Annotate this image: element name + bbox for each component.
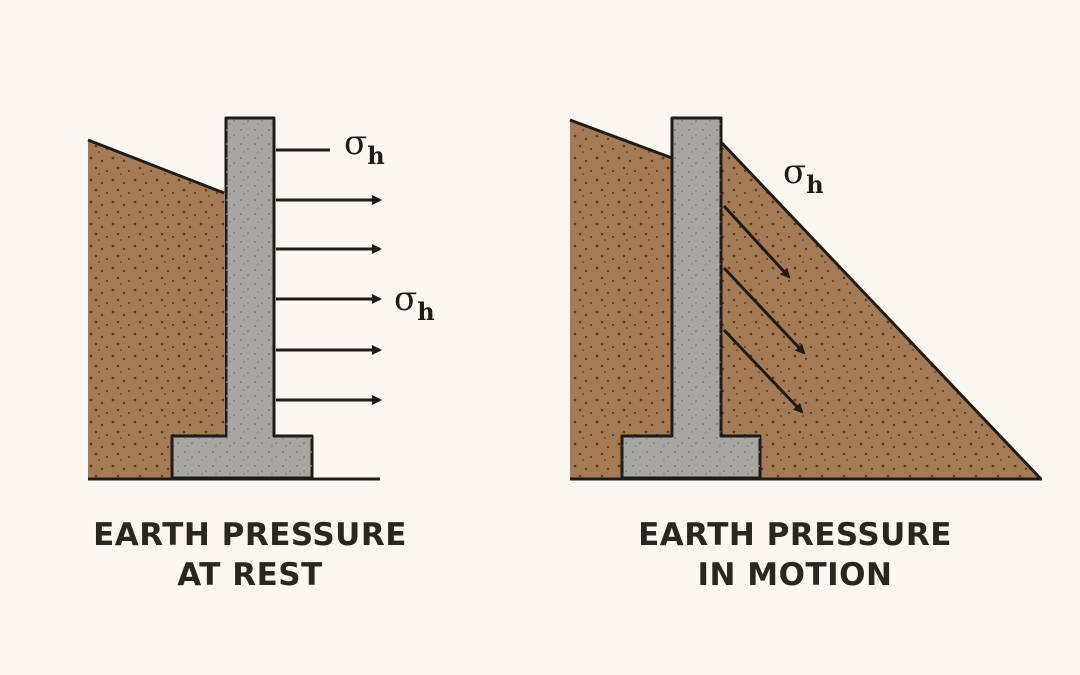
sigma-label-top: σh [344,123,385,170]
pressure-arrows-inclined [722,204,806,414]
pressure-arrows-horizontal [276,195,382,405]
caption-line-2: AT REST [177,557,323,593]
pressure-arrow [722,328,804,414]
soil-backfill-left [87,138,225,478]
caption-in-motion: EARTH PRESSURE IN MOTION [585,515,1005,595]
caption-at-rest: EARTH PRESSURE AT REST [50,515,450,595]
sliding-soil-wedge [719,140,1042,480]
panel-at-rest: σh σh [87,116,435,481]
caption-line-1: EARTH PRESSURE [93,517,407,553]
caption-line-1: EARTH PRESSURE [638,517,952,553]
soil-backfill-right [569,118,673,478]
pressure-arrow [722,266,806,355]
sigma-label-middle: σh [394,279,435,326]
caption-line-2: IN MOTION [697,557,893,593]
panel-in-motion: σh [569,116,1042,481]
sigma-label-inclined: σh [783,152,824,199]
pressure-arrow [722,204,791,279]
